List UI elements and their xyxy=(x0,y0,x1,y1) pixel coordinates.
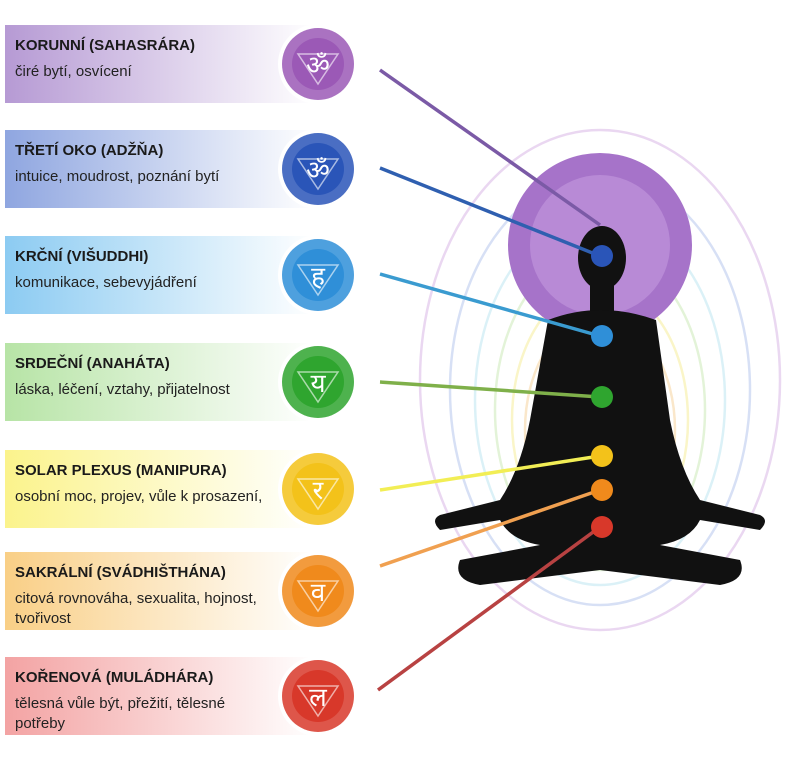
svg-text:ॐ: ॐ xyxy=(306,51,330,81)
chakra-label-box: TŘETÍ OKO (ADŽŇA) intuice, moudrost, pozn… xyxy=(5,130,315,208)
chakra-description: čiré bytí, osvícení xyxy=(15,63,132,80)
chakra-label-box: KOŘENOVÁ (MULÁDHÁRA) tělesná vůle být, př… xyxy=(5,657,315,735)
chakra-title: SAKRÁLNÍ (SVÁDHIŠTHÁNA) xyxy=(15,564,226,581)
connector-lines xyxy=(376,68,602,692)
chakra-description: osobní moc, projev, vůle k prosazení, xyxy=(15,488,263,505)
chakra-description: láska, léčení, vztahy, přijatelnost xyxy=(15,381,230,398)
body-chakra-points xyxy=(591,245,613,538)
svg-text:ह: ह xyxy=(311,262,326,292)
chakra-symbol-icon: ह xyxy=(278,235,358,315)
chakra-symbol-icon: र xyxy=(278,449,358,529)
chakra-title: KOŘENOVÁ (MULÁDHÁRA) xyxy=(15,669,214,686)
chakra-title: KORUNNÍ (SAHASRÁRA) xyxy=(15,37,195,54)
chakra-label-box: KRČNÍ (VIŠUDDHI) komunikace, sebevyjádřen… xyxy=(5,236,315,314)
svg-text:व: व xyxy=(311,578,326,608)
chakra-symbol-icon: ॐ xyxy=(278,129,358,209)
svg-text:र: र xyxy=(313,476,325,506)
chakra-title: KRČNÍ (VIŠUDDHI) xyxy=(15,248,149,265)
chakra-title: SRDEČNÍ (ANAHÁTA) xyxy=(15,355,170,372)
svg-text:ॐ: ॐ xyxy=(306,156,330,186)
chakra-symbol-icon: ॐ xyxy=(278,24,358,104)
chakra-title: TŘETÍ OKO (ADŽŇA) xyxy=(15,142,164,159)
chakra-label-box: SRDEČNÍ (ANAHÁTA) láska, léčení, vztahy, … xyxy=(5,343,315,421)
chakra-title: SOLAR PLEXUS (MANIPURA) xyxy=(15,462,227,479)
svg-text:य: य xyxy=(310,369,326,399)
chakra-description: intuice, moudrost, poznání bytí xyxy=(15,168,220,185)
chakra-label-box: KORUNNÍ (SAHASRÁRA) čiré bytí, osvícení xyxy=(5,25,315,103)
chakra-symbol-icon: व xyxy=(278,551,358,631)
chakra-symbol-icon: य xyxy=(278,342,358,422)
svg-text:ल: ल xyxy=(309,683,327,713)
chakra-description: komunikace, sebevyjádření xyxy=(15,274,197,291)
chakra-symbol-icon: ल xyxy=(278,656,358,736)
chakra-description: citová rovnováha, sexualita, hojnost, tv… xyxy=(15,590,257,627)
chakra-label-box: SOLAR PLEXUS (MANIPURA) osobní moc, proje… xyxy=(5,450,315,528)
chakra-description: tělesná vůle být, přežití, tělesné potře… xyxy=(15,695,226,732)
chakra-label-box: SAKRÁLNÍ (SVÁDHIŠTHÁNA) citová rovnováha,… xyxy=(5,552,315,630)
